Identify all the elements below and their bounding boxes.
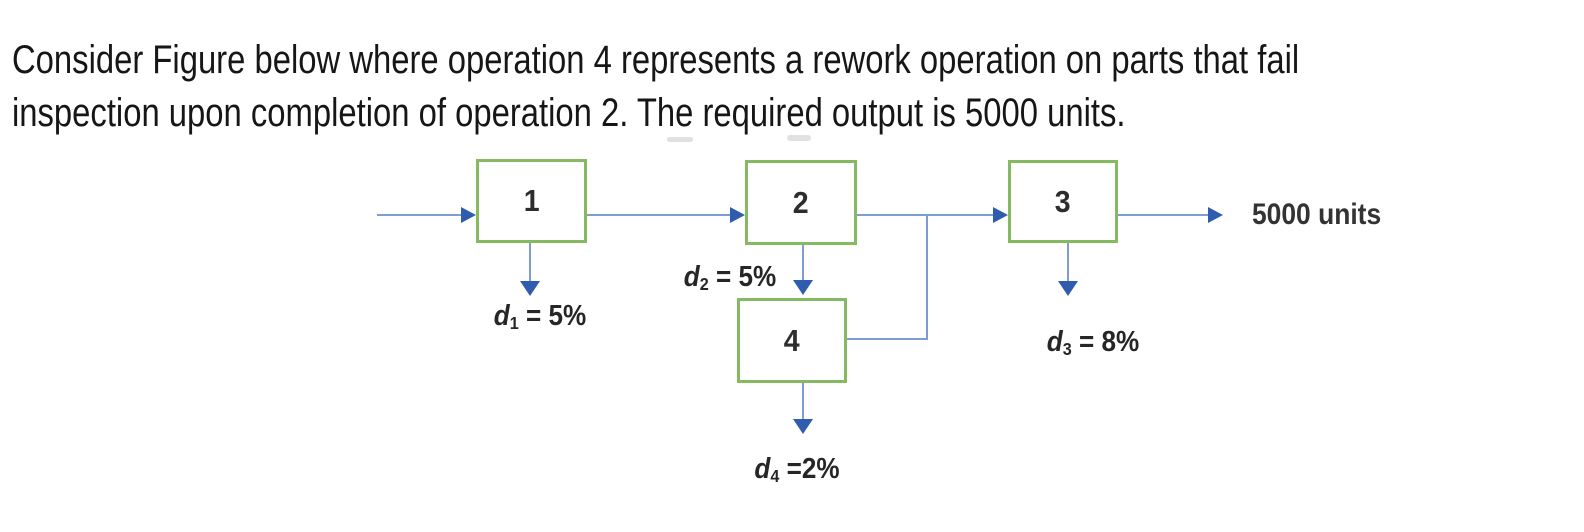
defect-2-arrow-stem [802, 245, 804, 281]
defect-label-d2: d2 = 5% [684, 261, 776, 294]
defect-label-d3: d3 = 8% [1047, 326, 1139, 359]
operation-box-2: 2 [745, 160, 857, 245]
problem-statement-line2: inspection upon completion of operation … [12, 91, 1126, 135]
connector-2-to-3-arrowhead-icon [993, 207, 1008, 223]
defect-4-variable: d [754, 453, 771, 485]
defect-3-arrow-stem [1067, 243, 1069, 282]
output-label: 5000 units [1252, 198, 1382, 231]
defect-2-value: = 5% [708, 261, 777, 293]
rework-return-horizontal-line [845, 338, 928, 340]
defect-label-d1: d1 = 5% [494, 300, 586, 333]
operation-3-number: 3 [1055, 183, 1071, 219]
defect-2-variable: d [683, 261, 700, 293]
defect-1-arrowhead-icon [520, 281, 540, 296]
rework-return-vertical-line [926, 215, 928, 340]
faint-artifact-dash [787, 135, 811, 141]
output-arrowhead-icon [1208, 207, 1223, 223]
faint-artifact-dash [667, 137, 693, 142]
connector-1-to-2-arrowhead-icon [730, 207, 745, 223]
defect-4-subscript: 4 [770, 465, 780, 486]
defect-4-arrowhead-icon [793, 419, 813, 434]
defect-4-arrow-stem [802, 383, 804, 420]
defect-2-arrowhead-icon [793, 280, 813, 295]
output-connector-line [1118, 214, 1209, 216]
defect-1-variable: d [493, 300, 510, 332]
input-arrowhead-icon [461, 207, 476, 223]
operation-2-number: 2 [793, 184, 809, 220]
operation-4-number: 4 [784, 322, 800, 358]
defect-3-subscript: 3 [1062, 338, 1072, 359]
problem-statement-line1: Consider Figure below where operation 4 … [12, 38, 1300, 82]
operation-1-number: 1 [523, 183, 540, 218]
problem-statement: Consider Figure below where operation 4 … [12, 34, 1299, 140]
defect-1-value: = 5% [518, 300, 587, 332]
defect-1-arrow-stem [529, 243, 531, 282]
operation-box-4-rework: 4 [737, 298, 847, 383]
operation-box-3: 3 [1008, 160, 1118, 243]
defect-3-value: = 8% [1071, 326, 1140, 358]
defect-3-arrowhead-icon [1058, 281, 1078, 296]
defect-4-value: =2% [779, 453, 840, 485]
operation-box-1: 1 [476, 159, 587, 243]
input-connector-line [377, 214, 462, 216]
defect-1-subscript: 1 [509, 312, 519, 333]
connector-line-2-to-3 [857, 214, 994, 216]
defect-label-d4: d4 =2% [754, 453, 839, 486]
connector-line-1-to-2 [587, 214, 731, 216]
defect-2-subscript: 2 [699, 273, 709, 294]
defect-3-variable: d [1046, 326, 1063, 358]
